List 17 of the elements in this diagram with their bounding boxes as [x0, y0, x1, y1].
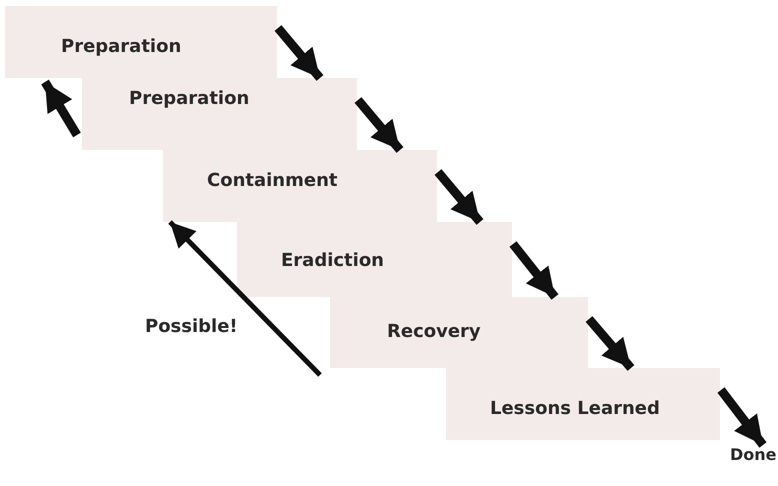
- arrow: [168, 220, 322, 377]
- arrow: [509, 241, 559, 300]
- arrow: [354, 97, 404, 153]
- arrow: [586, 316, 634, 371]
- step-label: Lessons Learned: [490, 398, 660, 419]
- step-label: Preparation: [61, 36, 182, 57]
- step-label: Preparation: [129, 88, 250, 109]
- arrow: [41, 80, 81, 138]
- step-box: [446, 368, 720, 440]
- arrow: [434, 169, 484, 225]
- step-box: [5, 6, 277, 78]
- arrow: [274, 25, 324, 81]
- step-label: Containment: [207, 170, 338, 191]
- step-label: Recovery: [387, 321, 481, 342]
- end-label: Done: [730, 445, 777, 464]
- step-label: Eradiction: [281, 250, 384, 271]
- arrow: [717, 387, 767, 448]
